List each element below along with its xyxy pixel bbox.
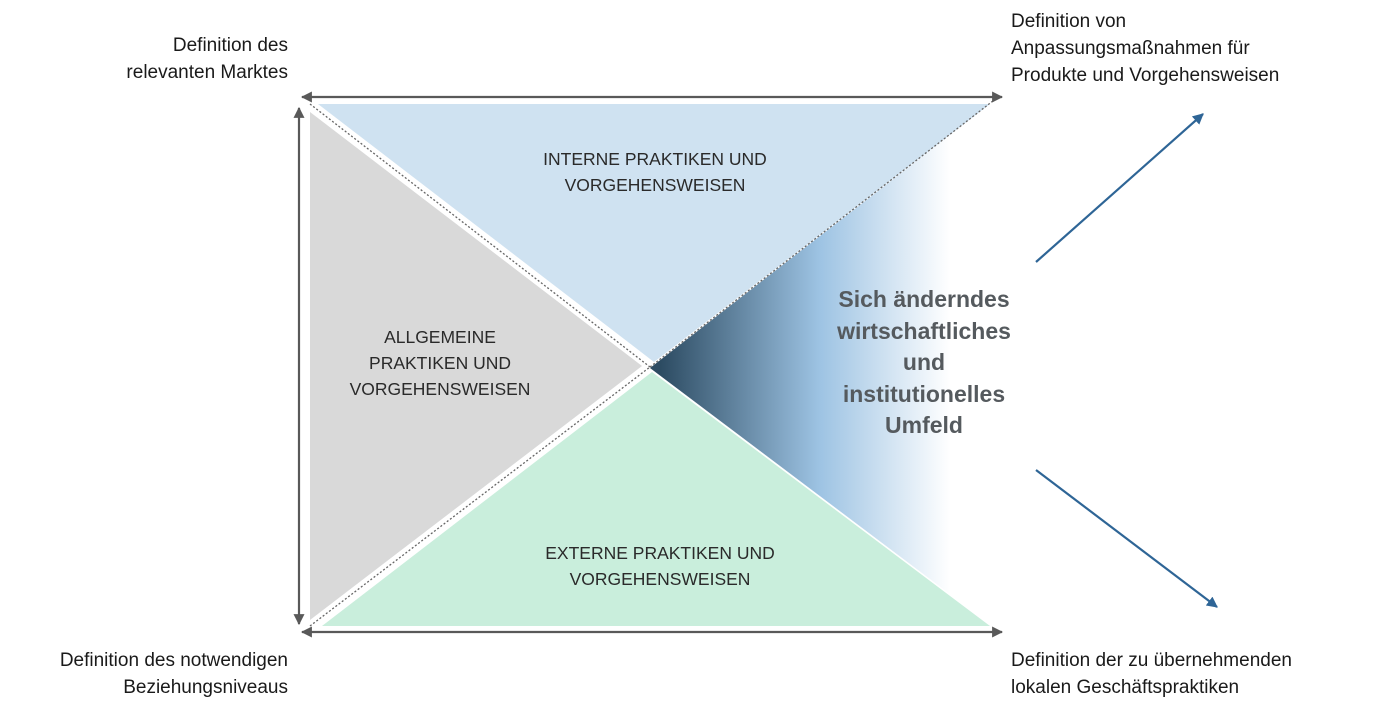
region-line: VORGEHENSWEISEN <box>349 379 531 399</box>
label-relevant-market: Definition des relevanten Marktes <box>0 32 288 86</box>
region-line: EXTERNE PRAKTIKEN UND <box>545 543 775 563</box>
general-practices-label: ALLGEMEINE PRAKTIKEN UND VORGEHENSWEISEN <box>320 324 560 402</box>
region-line: PRAKTIKEN UND <box>369 353 511 373</box>
region-line: VORGEHENSWEISEN <box>564 175 746 195</box>
internal-practices-label: INTERNE PRAKTIKEN UND VORGEHENSWEISEN <box>455 146 855 198</box>
label-local-business-practices: Definition der zu übernehmenden lokalen … <box>1011 647 1292 701</box>
env-line: Sich änderndes <box>838 286 1010 312</box>
environment-wedge <box>650 100 995 628</box>
env-line: und <box>902 349 946 375</box>
label-line: Produkte und Vorgehensweisen <box>1011 65 1280 86</box>
region-line: VORGEHENSWEISEN <box>569 569 751 589</box>
label-relationship-level: Definition des notwendigen Beziehungsniv… <box>0 647 288 701</box>
region-line: ALLGEMEINE <box>384 327 496 347</box>
label-line: Definition der zu übernehmenden <box>1011 650 1292 671</box>
label-line: lokalen Geschäftspraktiken <box>1011 677 1240 698</box>
internal-practices-triangle <box>318 104 990 362</box>
label-adaptation-measures: Definition von Anpassungsmaßnahmen für P… <box>1011 8 1279 89</box>
diagonal-top-right <box>649 96 999 368</box>
external-practices-label: EXTERNE PRAKTIKEN UND VORGEHENSWEISEN <box>460 540 860 592</box>
env-line: wirtschaftliches <box>837 317 1011 344</box>
label-line: Anpassungsmaßnahmen für <box>1011 38 1250 59</box>
external-practices-triangle <box>322 372 990 626</box>
label-line: Definition des notwendigen <box>59 650 288 671</box>
lower-right-arrow <box>1035 469 1218 608</box>
label-line: Definition des <box>172 35 288 56</box>
env-line: Umfeld <box>885 412 963 438</box>
label-line: relevanten Marktes <box>126 62 288 83</box>
diagonal-bottom-left <box>309 366 651 627</box>
label-line: Beziehungsniveaus <box>123 677 288 698</box>
env-line: institutionelles <box>842 380 1006 407</box>
region-line: INTERNE PRAKTIKEN UND <box>543 149 767 169</box>
label-line: Definition von <box>1011 11 1127 32</box>
changing-environment-label: Sich änderndes wirtschaftliches und inst… <box>808 284 1040 442</box>
upper-right-arrow <box>1035 113 1204 263</box>
general-practices-triangle <box>310 112 642 620</box>
